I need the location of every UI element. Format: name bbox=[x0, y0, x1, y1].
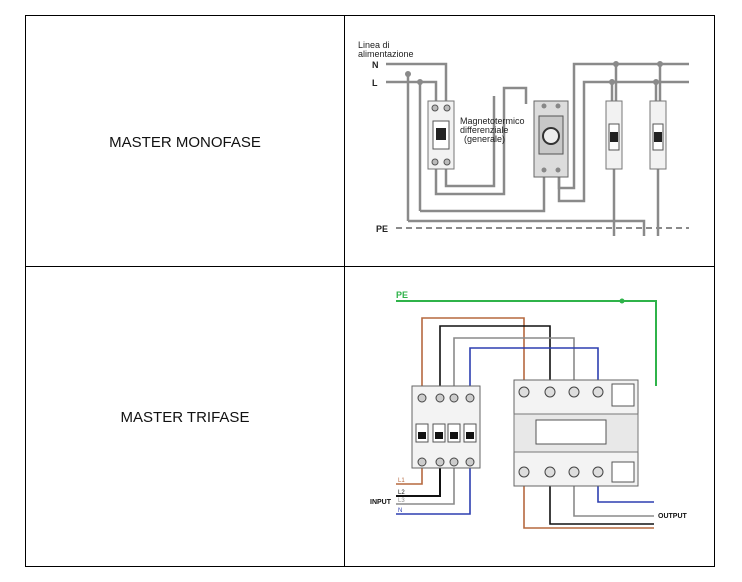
wiring-table: MASTER MONOFASE MASTER TRIFASE bbox=[25, 15, 715, 567]
label-output: OUTPUT bbox=[658, 513, 688, 520]
row-label-monofase: MASTER MONOFASE bbox=[109, 134, 261, 151]
wire-l3-gray bbox=[453, 337, 575, 388]
label-l: L bbox=[372, 78, 378, 88]
label-pe: PE bbox=[376, 224, 388, 234]
energy-meter bbox=[533, 100, 569, 178]
label-l1: L1 bbox=[398, 478, 405, 484]
wire-pe-green bbox=[396, 300, 657, 386]
row-label-trifase: MASTER TRIFASE bbox=[120, 409, 250, 426]
branch-breaker-1 bbox=[605, 100, 623, 170]
wire-l2-black bbox=[439, 325, 551, 388]
column-divider bbox=[344, 16, 345, 566]
wire-breaker-to-meter-1 bbox=[434, 86, 528, 196]
label-breaker-2: differenziale bbox=[460, 125, 508, 135]
wire-neutral-in bbox=[386, 62, 448, 104]
label-line-1: Linea di bbox=[358, 40, 390, 50]
label-l3: L3 bbox=[398, 498, 405, 504]
main-breaker bbox=[427, 100, 455, 170]
wire-live-in bbox=[386, 80, 438, 104]
wire-breaker-to-meter-2 bbox=[444, 96, 496, 188]
branch-breaker-2 bbox=[649, 100, 667, 170]
label-n-tri: N bbox=[398, 508, 402, 514]
three-phase-breaker bbox=[411, 385, 481, 469]
label-breaker-3: (generale) bbox=[464, 134, 505, 144]
wire-n-blue bbox=[469, 347, 599, 388]
diagram-trifase: PE INPUT OUTPUT L1 L2 L3 N bbox=[370, 290, 688, 529]
label-pe-tri: PE bbox=[396, 290, 408, 300]
wire-bottom-loop bbox=[408, 219, 646, 236]
diagram-monofase: Linea di alimentazione N L PE Magnetoter… bbox=[358, 40, 689, 236]
wire-l1-brown bbox=[421, 317, 525, 388]
label-breaker-1: Magnetotermico bbox=[460, 116, 525, 126]
wire-meter-out-1 bbox=[420, 176, 546, 213]
three-phase-meter bbox=[513, 379, 639, 487]
wire-meter-out-3 bbox=[557, 80, 689, 203]
label-line-2: alimentazione bbox=[358, 49, 414, 59]
row-divider bbox=[26, 266, 714, 267]
label-l2: L2 bbox=[398, 490, 405, 496]
label-input: INPUT bbox=[370, 499, 392, 506]
label-n: N bbox=[372, 60, 379, 70]
